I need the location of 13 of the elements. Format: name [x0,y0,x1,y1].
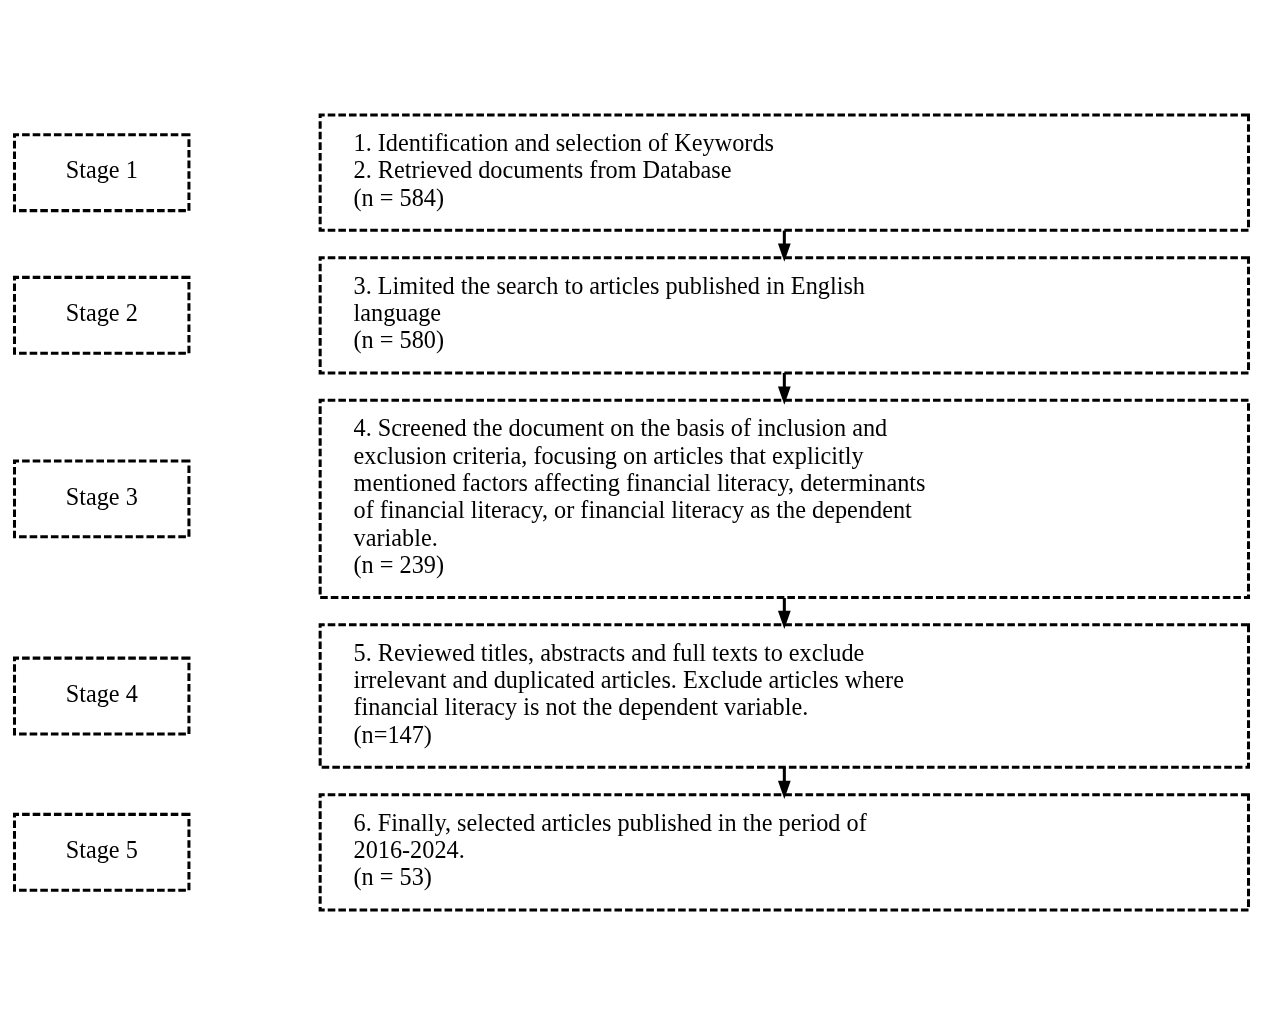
node-box: 3. Limited the search to articles published in English language (n = 580) [318,256,1251,375]
node-box: 1. Identification and selection of Keywords 2. Retrieved documents from Database (n = 584) [318,113,1251,232]
arrow [777,598,791,629]
node-box: Stage 3 [12,459,191,539]
arrow [777,230,791,262]
node-box: 6. Finally, selected articles published in the period of 2016-2024. (n = 53) [318,793,1251,912]
node-box: Stage 2 [12,275,191,355]
node-box: Stage 4 [12,656,191,736]
node-box: 5. Reviewed titles, abstracts and full texts to exclude irrelevant and duplicated articles. Exclude articles where financial literacy is not the dependent variable. (n=147) [318,623,1251,769]
node-box: Stage 5 [12,812,191,892]
arrow [777,767,791,799]
node-box: Stage 1 [12,133,191,213]
node-box: 4. Screened the document on the basis of inclusion and exclusion criteria, focusing on articles that explicitly mentioned factors affecting financial literacy, determinants of financial literacy, or financial literacy as the dependent variable. (n = 239) [318,398,1251,599]
